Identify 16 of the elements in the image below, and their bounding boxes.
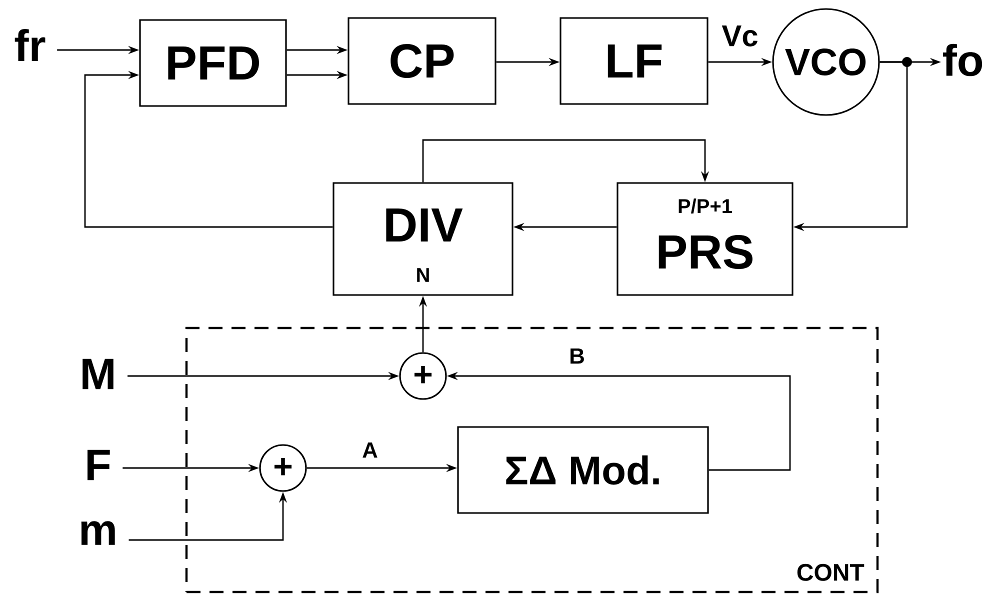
block-box: LF: [560, 17, 708, 105]
signal-label: fo: [943, 44, 982, 76]
block-box: ΣΔ Mod.: [457, 426, 709, 514]
edge-label: A: [361, 441, 379, 459]
signal-label: fr: [14, 29, 46, 61]
edge-label: B: [568, 347, 586, 365]
signal-label: F: [88, 450, 110, 480]
signal-label: m: [81, 521, 115, 545]
block-box: DIV N: [332, 182, 514, 296]
block-box: P/P+1 PRS: [616, 182, 794, 296]
arrow: [84, 70, 333, 228]
signal-label: M: [82, 358, 114, 390]
arrow: [422, 139, 710, 182]
block-box: PFD: [139, 19, 287, 107]
edge-label: Vc: [720, 24, 760, 48]
block-box: CP: [348, 17, 496, 105]
